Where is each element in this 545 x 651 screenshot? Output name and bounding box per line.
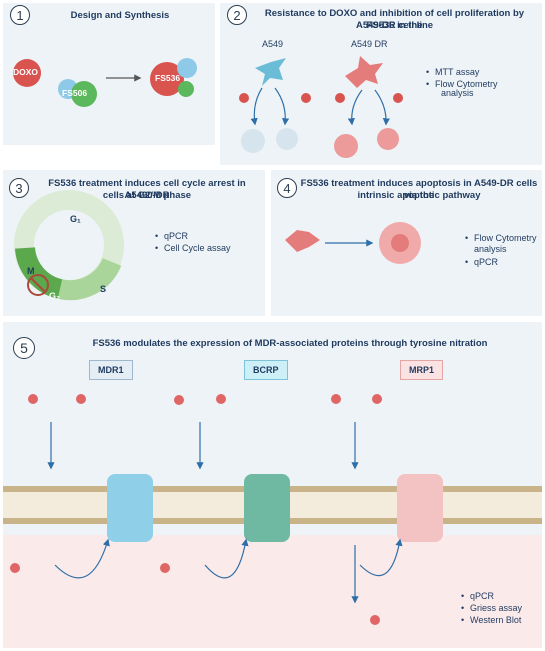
intracellular-drug-mrp1: [370, 615, 380, 625]
a549dr-arrow-right: [374, 89, 390, 126]
a549dr-cell-cluster: [334, 134, 358, 158]
bcrp-efflux-curve: [204, 538, 249, 579]
intracellular-drug-mdr1: [10, 563, 20, 573]
method-analysis: analysis: [441, 88, 474, 98]
method-griess: Griess assay: [461, 602, 522, 614]
panel-1-number: 1: [10, 5, 30, 25]
mrp1-efflux-curve: [359, 538, 403, 576]
panel-3-number: 3: [9, 178, 29, 198]
a549-dead-cell-2: [276, 128, 298, 150]
cytoplasm-area: [3, 535, 542, 648]
method-flow-cytometry-4: Flow Cytometry: [465, 232, 536, 244]
panel-2-methods: MTT assay Flow Cytometry: [425, 66, 498, 90]
doxo-cluster-mrp1: [331, 394, 341, 404]
a549-cell: [255, 58, 286, 86]
mdr1-label: MDR1: [89, 360, 133, 380]
panel-4-number: 4: [277, 178, 297, 198]
panel-2-title-line2: A549-DR cell line: [355, 20, 434, 31]
mdr1-efflux-curve: [54, 538, 110, 579]
fs536-blue-sphere: [177, 58, 197, 78]
panel-2-number: 2: [227, 5, 247, 25]
panel-3-title-line1: FS536 treatment induces cell cycle arres…: [48, 178, 246, 201]
a549-dead-cell-1: [241, 129, 265, 153]
panel-4-title-line2: intrinsic apoptotic pathway: [357, 190, 481, 201]
g2-label: G₂: [49, 291, 60, 301]
s-phase-arc: [57, 257, 122, 301]
panel-4-title-line1: FS536 treatment induces apoptosis in A54…: [300, 178, 538, 201]
fs536-green-sphere: [178, 81, 194, 97]
panel-5-methods: qPCR Griess assay Western Blot: [460, 590, 522, 627]
a549dr-cell-2: [377, 128, 399, 150]
panel-2-title-line1: Resistance to DOXO and inhibition of cel…: [264, 8, 525, 31]
doxo-label: DOXO: [13, 67, 39, 77]
bcrp-transporter: [244, 474, 290, 542]
bcrp-label: BCRP: [244, 360, 288, 380]
fs536-cluster-bcrp: [216, 394, 226, 404]
panel-1-title: Design and Synthesis: [70, 10, 170, 21]
a549-doxo-dot: [239, 93, 249, 103]
mrp1-label: MRP1: [400, 360, 444, 380]
panel-5-title: FS536 modulates the expression of MDR-as…: [92, 338, 488, 349]
apoptotic-nucleus: [391, 234, 409, 252]
panel-3-methods: qPCR Cell Cycle assay: [154, 230, 231, 254]
fs506-label: FS506: [62, 88, 88, 98]
panel-5-number: 5: [13, 337, 35, 359]
g1-label: G₁: [70, 214, 81, 224]
fs506-green-sphere: [71, 81, 97, 107]
a549dr-arrow-left: [347, 89, 363, 126]
a549dr-cell-panel4: [285, 230, 320, 252]
a549dr-cell: [345, 56, 383, 88]
a549-fs536-dot: [301, 93, 311, 103]
panel-3-title-line2: cells at G2/M phase: [102, 190, 192, 201]
a549dr-doxo-dot: [335, 93, 345, 103]
method-mtt: MTT assay: [426, 66, 498, 78]
a549-arrow-left: [250, 87, 263, 126]
method-flow-cytometry: Flow Cytometry: [426, 78, 497, 90]
arrest-sign: [27, 274, 49, 296]
method-qpcr: qPCR: [155, 230, 231, 242]
arrest-slash: [30, 277, 46, 293]
doxo-cluster-mdr1: [28, 394, 38, 404]
m-label: M: [27, 266, 35, 276]
a549-label: A549: [262, 39, 284, 49]
mdr1-transporter: [107, 474, 153, 542]
mrp1-transporter: [397, 474, 443, 542]
fs536-red-sphere: [150, 62, 184, 96]
method-western-blot: Western Blot: [461, 614, 522, 626]
method-cell-cycle: Cell Cycle assay: [155, 242, 230, 254]
panel-4-methods: Flow Cytometry: [464, 232, 536, 244]
s-label: S: [100, 284, 107, 294]
fs536-label: FS536: [155, 73, 181, 83]
intracellular-drug-bcrp: [160, 563, 170, 573]
a549-arrow-right: [274, 87, 290, 126]
a549dr-fs536-dot: [393, 93, 403, 103]
doxo-molecule: [13, 59, 41, 87]
fs536-cluster-mrp1: [372, 394, 382, 404]
method-qpcr-5: qPCR: [461, 590, 522, 602]
panel-4-methods-2: qPCR: [464, 256, 498, 268]
doxo-cluster-bcrp: [174, 395, 184, 405]
a549dr-label: A549 DR: [351, 39, 388, 49]
fs536-cluster-mdr1: [76, 394, 86, 404]
method-analysis-4: analysis: [474, 244, 507, 254]
method-qpcr-4: qPCR: [465, 256, 498, 268]
